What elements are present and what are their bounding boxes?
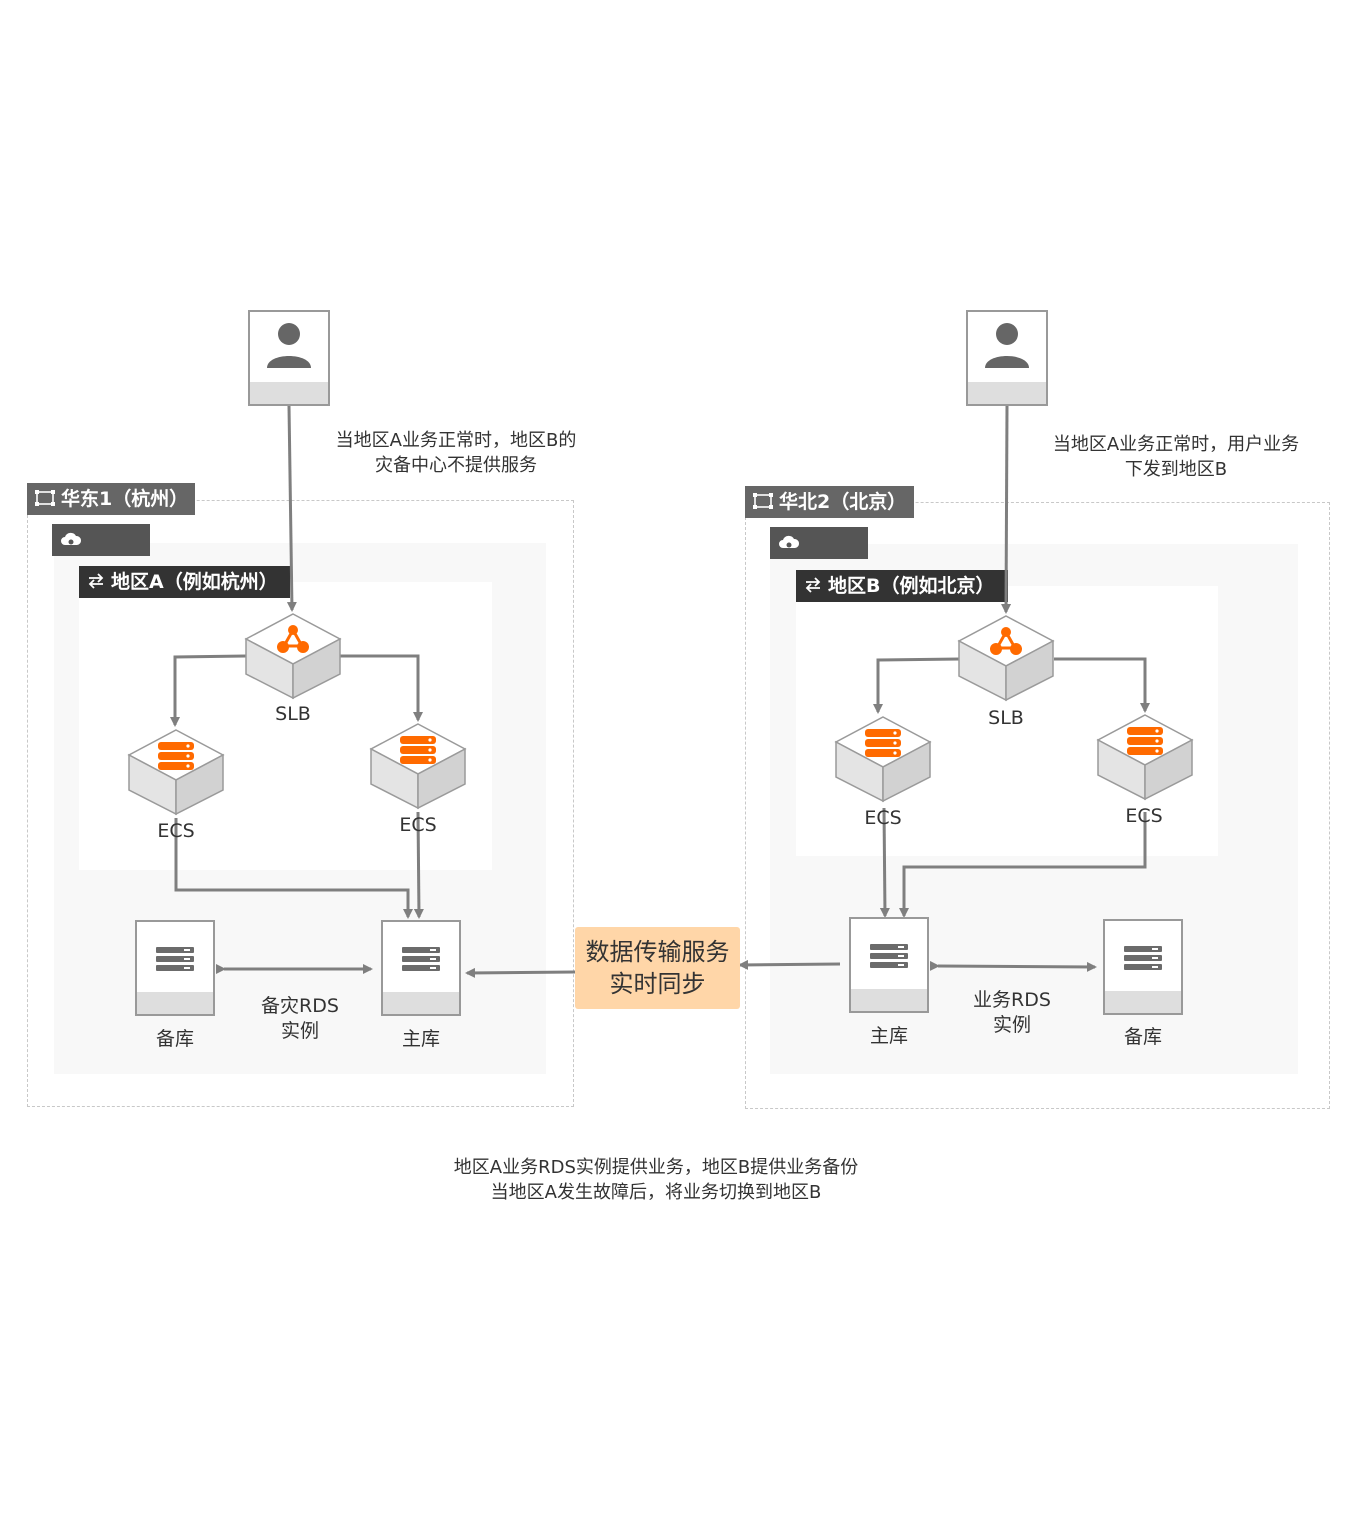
- right-user-to-slb-line: [1001, 405, 1012, 614]
- left-slb-icon: [244, 613, 342, 700]
- region-icon: [35, 489, 55, 506]
- right-user-card: [966, 310, 1048, 406]
- right-backup-db-label: 备库: [1123, 1026, 1162, 1048]
- left-slb-label: SLB: [275, 703, 311, 725]
- right-ecs-right-to-db-line: [899, 812, 1147, 918]
- footer-line1: 地区A业务RDS实例提供业务，地区B提供业务备份: [453, 1157, 859, 1178]
- user-icon: [985, 323, 1029, 368]
- left-slb-to-ecs-right-line: [340, 654, 423, 722]
- database-icon: [870, 944, 908, 968]
- right-main-db-card: [849, 917, 929, 1013]
- left-ecs-left-icon: [127, 729, 225, 816]
- right-ecs-left-icon: [834, 716, 932, 803]
- left-ecs-right-label: ECS: [399, 814, 437, 836]
- right-slb-label: SLB: [988, 707, 1024, 729]
- left-rds-label-line1: 备灾RDS: [261, 995, 339, 1017]
- right-rds-label-line2: 实例: [992, 1014, 1031, 1036]
- user-icon: [267, 323, 311, 368]
- right-ecs-right-label: ECS: [1125, 805, 1163, 827]
- right-slb-to-ecs-right-line: [1054, 657, 1150, 713]
- left-backup-db-label: 备库: [155, 1028, 194, 1050]
- zone-swap-icon: [88, 572, 104, 589]
- left-note: 当地区A业务正常时，地区B的 灾备中心不提供服务: [306, 428, 606, 478]
- dts-line2: 实时同步: [609, 970, 706, 998]
- right-region-tag: 华北2（北京）: [745, 486, 914, 518]
- right-ecs-left-to-db-line: [879, 807, 890, 918]
- zone-swap-icon: [805, 576, 821, 593]
- right-rds-replication-line: [929, 960, 1097, 972]
- right-rds-label: 业务RDS 实例: [952, 988, 1072, 1038]
- right-note-line1: 当地区A业务正常时，用户业务: [1052, 434, 1300, 455]
- left-main-db-card: [381, 920, 461, 1016]
- left-rds-label-line2: 实例: [280, 1020, 319, 1042]
- right-ecs-right-icon: [1096, 714, 1194, 801]
- left-ecs-left-label: ECS: [157, 820, 195, 842]
- right-note: 当地区A业务正常时，用户业务 下发到地区B: [1026, 432, 1326, 482]
- database-icon: [402, 947, 440, 971]
- dts-line1: 数据传输服务: [585, 938, 730, 966]
- right-rds-label-line1: 业务RDS: [973, 989, 1051, 1011]
- right-main-to-dts-line: [738, 959, 841, 970]
- vpc-cloud-icon: [61, 532, 82, 545]
- right-zone-name: 地区B（例如北京）: [828, 575, 995, 597]
- right-ecs-left-label: ECS: [864, 807, 902, 829]
- left-ecs-right-icon: [369, 723, 467, 810]
- right-main-db-label: 主库: [869, 1025, 908, 1047]
- right-slb-to-ecs-left-line: [873, 657, 961, 714]
- dts-box: 数据传输服务 实时同步: [575, 927, 740, 1009]
- left-region-box: [27, 500, 574, 1107]
- left-note-line1: 当地区A业务正常时，地区B的: [335, 430, 577, 451]
- right-note-line2: 下发到地区B: [1124, 459, 1228, 480]
- database-icon: [156, 947, 194, 971]
- vpc-cloud-icon: [779, 535, 800, 548]
- left-region-name: 华东1（杭州）: [61, 488, 189, 510]
- left-user-to-slb-line: [286, 405, 297, 612]
- right-region-box: [745, 502, 1330, 1109]
- region-icon: [753, 492, 773, 509]
- footer-line2: 当地区A发生故障后，将业务切换到地区B: [490, 1182, 822, 1203]
- left-backup-db-card: [135, 920, 215, 1016]
- right-region-name: 华北2（北京）: [779, 491, 907, 513]
- left-user-card: [248, 310, 330, 406]
- dts-to-left-main-line: [465, 967, 576, 978]
- database-icon: [1124, 946, 1162, 970]
- left-ecs-right-to-db-line: [413, 811, 424, 919]
- right-backup-db-card: [1103, 919, 1183, 1015]
- left-rds-label: 备灾RDS 实例: [240, 994, 360, 1044]
- left-ecs-left-to-db-line: [174, 818, 413, 919]
- left-zone-tag: 地区A（例如杭州）: [79, 566, 290, 598]
- right-slb-icon: [957, 615, 1055, 702]
- right-zone-tag: 地区B（例如北京）: [796, 570, 1008, 602]
- left-zone-name: 地区A（例如杭州）: [111, 571, 278, 593]
- left-main-db-label: 主库: [401, 1028, 440, 1050]
- left-note-line2: 灾备中心不提供服务: [375, 455, 537, 476]
- footer-note: 地区A业务RDS实例提供业务，地区B提供业务备份 当地区A发生故障后，将业务切换…: [380, 1155, 932, 1205]
- left-region-tag: 华东1（杭州）: [27, 483, 195, 515]
- right-vpc-tag: [770, 527, 868, 559]
- left-vpc-tag: [52, 524, 150, 556]
- left-slb-to-ecs-left-line: [170, 654, 247, 727]
